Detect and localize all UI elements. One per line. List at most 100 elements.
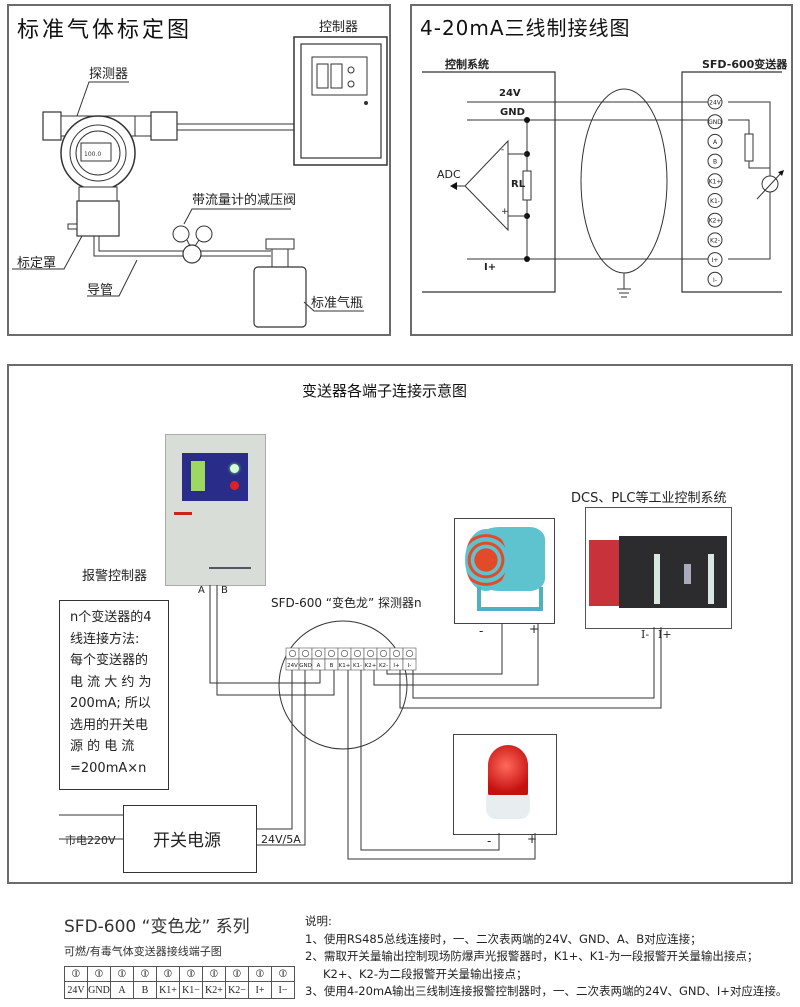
- label-detector: 探测器: [89, 67, 129, 82]
- terminal-a: A: [707, 133, 723, 149]
- terminal-k1plus: K1+: [707, 173, 723, 189]
- strip-terminal-label: K2-: [379, 663, 388, 669]
- terminal-iplus: I+: [707, 252, 723, 268]
- terminal-label: I−: [271, 981, 295, 999]
- terminal-label: K2−: [225, 981, 249, 999]
- fan-grille-icon: [465, 529, 507, 591]
- note-3: 3、使用4-20mA输出三线制连接报警控制器时，一、二次表两端的24V、GND、…: [305, 984, 788, 998]
- note-line: 线连接方法:: [70, 631, 140, 647]
- terminal-screw-icon: ⦶: [248, 966, 272, 982]
- terminal-label: 24V: [709, 100, 722, 107]
- strip-terminal-label: I-: [408, 663, 412, 669]
- strip-terminal-label: K1-: [353, 663, 362, 669]
- fan-minus-label: -: [479, 624, 484, 638]
- terminal-label: K2-: [710, 237, 720, 244]
- strip-terminal-label: B: [330, 663, 334, 669]
- plc-port-icon: [684, 564, 691, 584]
- terminal-label: K1+: [709, 178, 722, 185]
- wiring-panel: 4-20mA三线制接线图 控制系统 SFD-600变送器: [410, 4, 793, 336]
- terminal-symbol-row: ⦶⦶⦶⦶⦶⦶⦶⦶⦶⦶: [64, 966, 295, 982]
- detector-body: [42, 111, 62, 141]
- terminal-k2plus: K2+: [707, 212, 723, 228]
- strip-terminal: I-: [402, 647, 417, 671]
- terminal-label: I-: [713, 277, 717, 284]
- series-subtitle: 可燃/有毒气体变送器接线端子图: [64, 945, 222, 958]
- calibration-drawing: 100.0: [12, 36, 388, 328]
- strip-terminal: 24V: [285, 647, 300, 671]
- beacon-base: [486, 795, 530, 819]
- line-a-label: A: [198, 585, 205, 596]
- opamp: [464, 139, 509, 232]
- terminal-label: GND: [708, 119, 722, 126]
- note-line: 选用的开关电: [70, 717, 149, 733]
- alarm-controller-screen: [182, 453, 248, 501]
- mains-label: 市电220V: [65, 834, 116, 847]
- terminal-screw-icon: ⦶: [225, 966, 249, 982]
- label-gas-bottle: 标准气瓶: [311, 296, 364, 311]
- strip-terminal-label: 24V: [287, 663, 298, 669]
- strip-terminal-label: GND: [299, 663, 312, 669]
- note-1: 1、使用RS485总线连接时，一、二次表两端的24V、GND、A、B对应连接；: [305, 931, 702, 946]
- company-text: [209, 567, 251, 569]
- strip-terminal: K1-: [350, 647, 365, 671]
- label-controller: 控制器: [319, 20, 359, 35]
- lcd-display: [191, 461, 205, 491]
- controller-box: [293, 36, 388, 166]
- detector-display-text: 100.0: [84, 151, 101, 158]
- gas-bottle: [253, 266, 307, 328]
- strip-terminal-label: I+: [393, 663, 400, 669]
- terminal-label: GND: [87, 981, 111, 999]
- terminal-gnd: GND: [707, 114, 723, 130]
- calibration-panel: 标准气体标定图 100.0: [7, 4, 391, 336]
- control-system-label: 控制系统: [445, 58, 489, 71]
- strip-terminal: I+: [389, 647, 404, 671]
- terminal-screw-icon: ⦶: [87, 966, 111, 982]
- note-line: 200mA; 所以: [70, 696, 151, 711]
- plc-image: [585, 507, 732, 629]
- terminal-label: I+: [712, 257, 719, 264]
- terminal-screw-icon: ⦶: [133, 966, 157, 982]
- strip-terminal: A: [311, 647, 326, 671]
- dcs-iminus-label: I-: [641, 628, 650, 641]
- transmitter-label: SFD-600变送器: [702, 58, 788, 71]
- opamp-minus-label: -: [501, 145, 505, 155]
- line-b-label: B: [221, 585, 228, 596]
- terminal-screw-icon: ⦶: [202, 966, 226, 982]
- fan-stand: [477, 587, 543, 611]
- label-tube: 导管: [87, 283, 114, 298]
- beacon-image: [453, 734, 557, 835]
- terminal-b: B: [707, 153, 723, 169]
- note-line: 源 的 电 流: [70, 739, 135, 754]
- strip-terminal-label: K2+: [365, 663, 377, 669]
- pressure-valve: [182, 244, 202, 264]
- calibration-title: 标准气体标定图: [17, 18, 193, 43]
- notes: 说明: 1、使用RS485总线连接时，一、二次表两端的24V、GND、A、B对应…: [305, 913, 787, 1001]
- note-2-cont: K2+、K2-为二段报警开关量输出接点；: [323, 966, 528, 981]
- terminal-24v: 24V: [707, 94, 723, 110]
- label-calibration-hood: 标定罩: [17, 256, 57, 271]
- resistor-rl: [522, 170, 532, 201]
- terminal-screw-icon: ⦶: [110, 966, 134, 982]
- opamp-plus-label: +: [501, 207, 509, 217]
- psu-box: [123, 805, 257, 873]
- line-gnd-label: GND: [500, 107, 525, 118]
- red-indicator-icon: [230, 481, 239, 490]
- strip-terminal: GND: [298, 647, 313, 671]
- terminal-label: A: [713, 139, 718, 146]
- green-indicator-icon: [230, 464, 239, 473]
- terminal-label: K2+: [709, 218, 722, 225]
- label-flow-valve: 带流量计的减压阀: [192, 193, 297, 208]
- terminal-label: I+: [248, 981, 272, 999]
- cable-shield: [580, 88, 668, 274]
- terminal-label: B: [713, 159, 717, 166]
- terminal-label: K1−: [179, 981, 203, 999]
- terminal-screw-icon: ⦶: [271, 966, 295, 982]
- beacon-plus-label: +: [527, 832, 538, 846]
- brand-logo: [174, 512, 192, 515]
